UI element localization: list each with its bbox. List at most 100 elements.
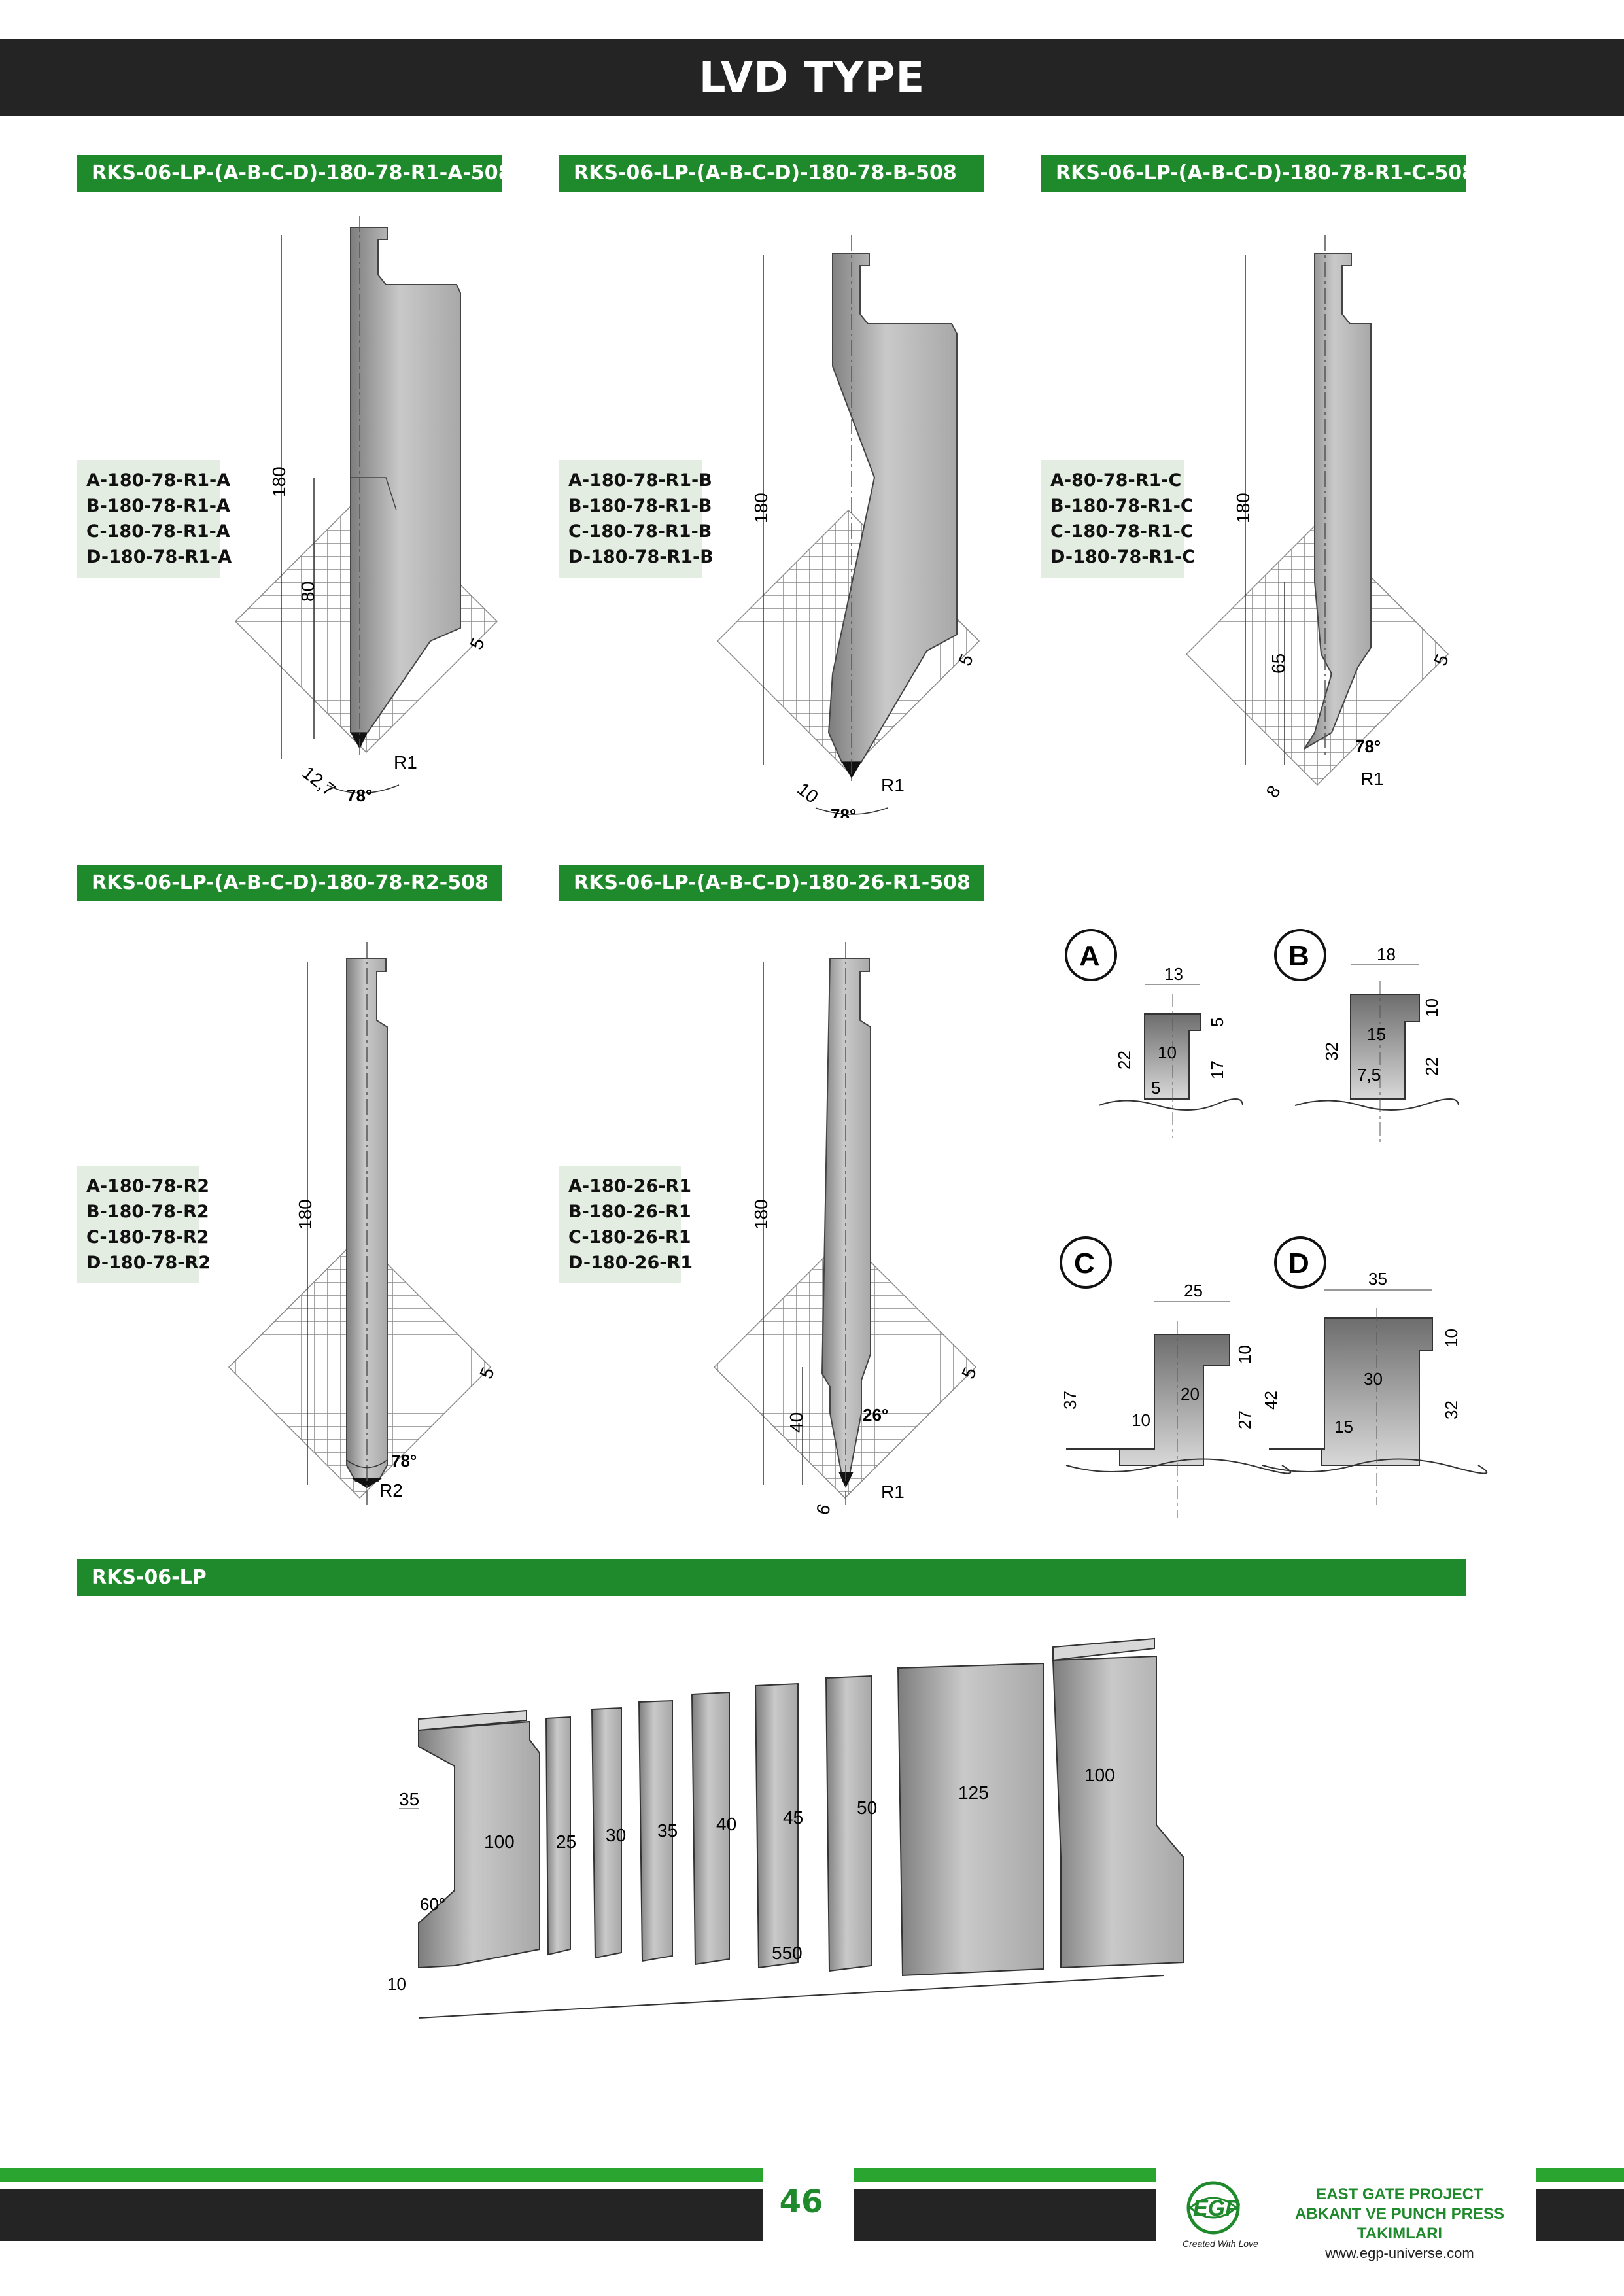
header-banner: LVD TYPE bbox=[0, 39, 1624, 116]
dim: 13 bbox=[1164, 964, 1183, 984]
dim: 25 bbox=[1184, 1281, 1203, 1300]
tool-drawing-2: 180 5 10 R1 78° bbox=[716, 235, 980, 818]
code-item: C-180-78-R2 bbox=[86, 1227, 209, 1247]
code-item: D-180-78-R1-C bbox=[1050, 547, 1196, 567]
dim: 22 bbox=[1114, 1051, 1134, 1070]
footer-bar-right bbox=[1536, 2189, 1624, 2241]
dim: 10 bbox=[1422, 998, 1442, 1017]
dim: 32 bbox=[1442, 1400, 1461, 1419]
segment-base: 10 bbox=[387, 1974, 406, 1994]
dim: 27 bbox=[1235, 1410, 1254, 1429]
logo-text: EGP bbox=[1193, 2196, 1240, 2221]
code-item: A-180-78-R2 bbox=[86, 1176, 210, 1196]
segment-width: 30 bbox=[606, 1825, 626, 1845]
code-list-5: A-180-26-R1 B-180-26-R1 C-180-26-R1 D-18… bbox=[559, 1166, 693, 1283]
segment-width: 45 bbox=[783, 1807, 803, 1828]
code-item: A-180-78-R1-B bbox=[568, 470, 712, 491]
dim-radius: R1 bbox=[394, 752, 417, 773]
dim: 37 bbox=[1060, 1391, 1080, 1410]
code-item: C-180-78-R1-C bbox=[1050, 521, 1194, 542]
dim: 7,5 bbox=[1357, 1065, 1381, 1085]
footer-bar-left bbox=[0, 2189, 763, 2241]
company-info: EAST GATE PROJECT ABKANT VE PUNCH PRESS … bbox=[1269, 2185, 1530, 2263]
dim-lower: 65 bbox=[1268, 653, 1288, 674]
logo-slogan: Created With Love bbox=[1183, 2238, 1258, 2249]
dim-angle: 78° bbox=[831, 805, 856, 818]
page-title: LVD TYPE bbox=[699, 54, 925, 102]
section-title-5: RKS-06-LP-(A-B-C-D)-180-26-R1-508 bbox=[559, 865, 984, 901]
tool-drawing-3: 180 65 5 8 R1 78° bbox=[1186, 235, 1453, 802]
segment-width: 125 bbox=[958, 1783, 989, 1803]
segment-side: 35 bbox=[399, 1789, 419, 1809]
tang-letter-c: C bbox=[1074, 1247, 1095, 1279]
segment-width: 50 bbox=[857, 1798, 877, 1818]
dim-radius: R1 bbox=[1360, 769, 1384, 789]
code-item: D-180-78-R1-A bbox=[86, 547, 232, 567]
dim-lower: 40 bbox=[786, 1412, 806, 1433]
code-item: A-80-78-R1-C bbox=[1050, 470, 1182, 491]
code-item: D-180-78-R1-B bbox=[568, 547, 714, 567]
section-title-3: RKS-06-LP-(A-B-C-D)-180-78-R1-C-508 bbox=[1041, 155, 1466, 192]
tool-drawing-5: 180 40 5 26° 6 R1 bbox=[713, 942, 980, 1518]
segment-angle: 60° bbox=[420, 1894, 445, 1914]
dim-height: 180 bbox=[269, 466, 289, 497]
dim-tip: 6 bbox=[812, 1501, 835, 1518]
dim-tip: 12,7 bbox=[298, 762, 339, 800]
dim-tip: 8 bbox=[1262, 782, 1285, 802]
code-item: B-180-78-R1-B bbox=[568, 496, 712, 516]
section-title-2: RKS-06-LP-(A-B-C-D)-180-78-B-508 bbox=[559, 155, 984, 192]
code-list-1: A-180-78-R1-A B-180-78-R1-A C-180-78-R1-… bbox=[77, 460, 232, 578]
dim: 5 bbox=[1207, 1018, 1227, 1027]
code-item: C-180-26-R1 bbox=[568, 1227, 691, 1247]
company-subtitle: ABKANT VE PUNCH PRESS TAKIMLARI bbox=[1294, 2205, 1505, 2242]
section-title-4: RKS-06-LP-(A-B-C-D)-180-78-R2-508 bbox=[77, 865, 502, 901]
dim: 15 bbox=[1367, 1024, 1386, 1044]
dim-tip: 10 bbox=[793, 778, 822, 807]
segment-width: 35 bbox=[657, 1820, 678, 1841]
page-number: 46 bbox=[779, 2183, 823, 2220]
section-title-segments: RKS-06-LP bbox=[77, 1559, 1466, 1596]
dim-height: 180 bbox=[295, 1199, 315, 1230]
footer-stripe-mid bbox=[854, 2168, 1156, 2182]
section-title-1: RKS-06-LP-(A-B-C-D)-180-78-R1-A-508 bbox=[77, 155, 502, 192]
dim-height: 180 bbox=[751, 493, 771, 523]
code-item: D-180-78-R2 bbox=[86, 1253, 211, 1273]
segment-width: 40 bbox=[716, 1814, 736, 1834]
dim-height: 180 bbox=[751, 1199, 771, 1230]
segment-width: 25 bbox=[556, 1832, 576, 1852]
company-name: EAST GATE PROJECT bbox=[1316, 2185, 1483, 2203]
dim: 10 bbox=[1132, 1410, 1150, 1430]
code-item: B-180-78-R2 bbox=[86, 1202, 209, 1222]
footer-bar-mid bbox=[854, 2189, 1156, 2241]
dim: 17 bbox=[1207, 1060, 1227, 1079]
dim-radius: R1 bbox=[881, 775, 905, 795]
dim: 5 bbox=[1151, 1078, 1160, 1098]
tang-letter-b: B bbox=[1288, 940, 1309, 972]
dim: 15 bbox=[1334, 1417, 1353, 1436]
tool-drawing-1: 180 80 5 12,7 R1 78° bbox=[234, 216, 498, 805]
code-list-4: A-180-78-R2 B-180-78-R2 C-180-78-R2 D-18… bbox=[77, 1166, 211, 1283]
code-item: A-180-78-R1-A bbox=[86, 470, 231, 491]
egp-logo-icon: EGP Created With Love bbox=[1183, 2181, 1258, 2249]
tang-letter-d: D bbox=[1288, 1247, 1309, 1279]
code-list-3: A-80-78-R1-C B-180-78-R1-C C-180-78-R1-C… bbox=[1041, 460, 1196, 578]
dim-radius: R1 bbox=[881, 1482, 905, 1502]
code-item: B-180-78-R1-C bbox=[1050, 496, 1194, 516]
dim-angle: 78° bbox=[1355, 737, 1381, 756]
segment-width: 100 bbox=[1084, 1765, 1115, 1785]
code-item: A-180-26-R1 bbox=[568, 1176, 692, 1196]
code-item: C-180-78-R1-A bbox=[86, 521, 230, 542]
dim: 10 bbox=[1442, 1329, 1461, 1348]
segment-total: 550 bbox=[772, 1943, 803, 1963]
footer-stripe-left bbox=[0, 2168, 763, 2182]
dim: 30 bbox=[1364, 1369, 1383, 1389]
dim: 35 bbox=[1368, 1269, 1387, 1289]
code-item: D-180-26-R1 bbox=[568, 1253, 693, 1273]
dim: 10 bbox=[1158, 1043, 1177, 1062]
code-list-2: A-180-78-R1-B B-180-78-R1-B C-180-78-R1-… bbox=[559, 460, 714, 578]
dim-angle: 26° bbox=[863, 1405, 888, 1425]
segment-width: 100 bbox=[484, 1832, 515, 1852]
dim-lower: 80 bbox=[298, 582, 318, 602]
code-item: C-180-78-R1-B bbox=[568, 521, 712, 542]
dim: 42 bbox=[1261, 1391, 1281, 1410]
